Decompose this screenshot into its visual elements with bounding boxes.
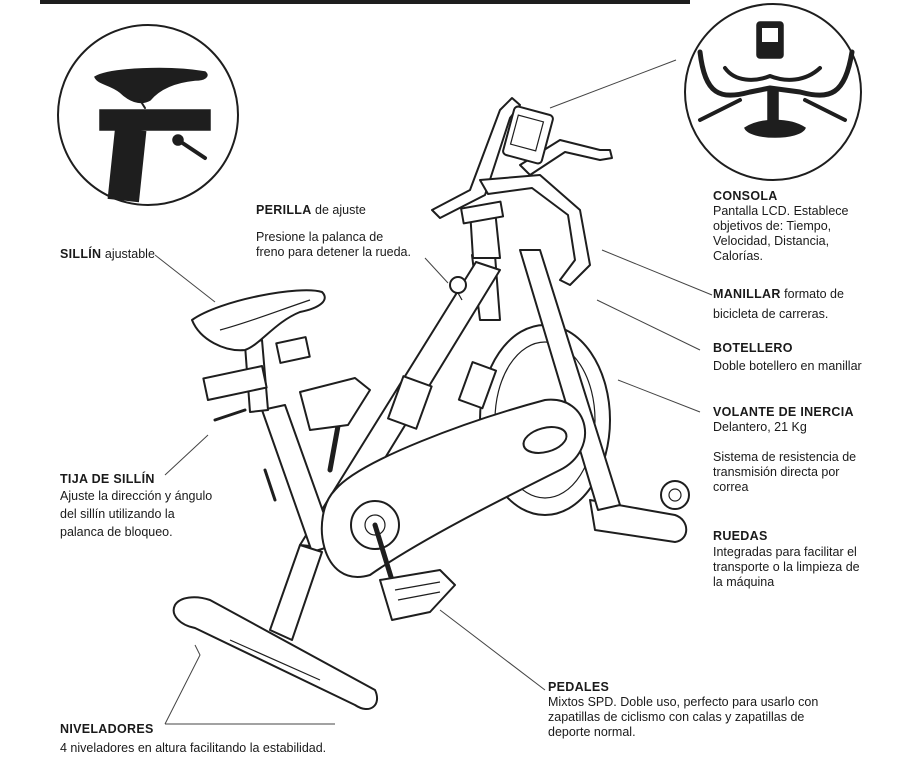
consola-body: Pantalla LCD. Establece objetivos de: Ti… [713,204,849,263]
spin-bike-icon [172,97,690,710]
ruedas-title: RUEDAS [713,529,768,543]
manillar-title: MANILLAR [713,287,781,301]
consola-title: CONSOLA [713,189,778,203]
niveladores-title: NIVELADORES [60,722,154,736]
volante-body: Delantero, 21 Kg [713,420,807,434]
ruedas-body: Integradas para facilitar el transporte … [713,545,860,589]
manillar-suffix: formato de [780,287,844,301]
cropped-header-strokes [40,0,690,4]
perilla-suffix: de ajuste [311,203,366,217]
tija-title: TIJA DE SILLÍN [60,472,155,486]
perilla-title: PERILLA [256,203,312,217]
tija-body: Ajuste la dirección y ángulo del sillín … [60,489,213,539]
label-manillar: MANILLAR formato de bicicleta de carrera… [713,287,844,322]
pedales-title: PEDALES [548,680,610,694]
sillin-title: SILLÍN [60,247,102,261]
label-niveladores: NIVELADORES 4 niveladores en altura faci… [60,722,326,756]
volante-extra: Sistema de resistencia de transmisión di… [713,450,857,494]
botellero-body: Doble botellero en manillar [713,359,862,373]
saddle-detail-icon [57,24,239,206]
label-tija: TIJA DE SILLÍN Ajuste la dirección y áng… [60,472,212,541]
handlebar-console-detail-icon [684,3,862,181]
label-pedales: PEDALES Mixtos SPD. Doble uso, perfecto … [548,680,818,740]
manillar-body: bicicleta de carreras. [713,307,829,321]
label-volante: VOLANTE DE INERCIA Delantero, 21 Kg Sist… [713,405,856,495]
sillin-suffix: ajustable [101,247,155,261]
volante-title: VOLANTE DE INERCIA [713,405,854,419]
label-sillin: SILLÍN ajustable [60,247,155,262]
pedales-body: Mixtos SPD. Doble uso, perfecto para usa… [548,695,819,739]
label-ruedas: RUEDAS Integradas para facilitar el tran… [713,529,860,590]
botellero-title: BOTELLERO [713,341,793,355]
label-consola: CONSOLA Pantalla LCD. Establece objetivo… [713,189,849,264]
leader-lines [154,59,713,725]
label-botellero: BOTELLERO Doble botellero en manillar [713,341,862,374]
label-perilla: PERILLA de ajuste Presione la palanca de… [256,203,411,260]
perilla-body: Presione la palanca de freno para detene… [256,230,411,259]
niveladores-body: 4 niveladores en altura facilitando la e… [60,741,327,755]
